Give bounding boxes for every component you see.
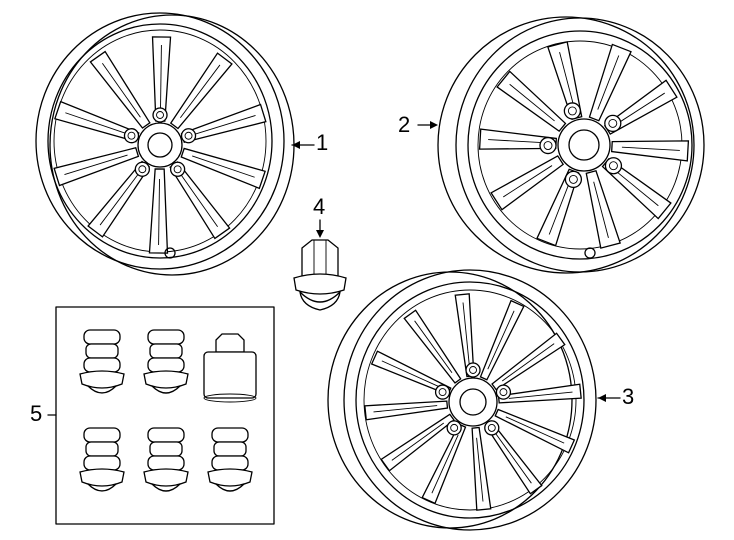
wheel-2-spoke xyxy=(490,155,565,211)
lug-hole-inner xyxy=(608,118,618,128)
wheel-1-spoke-groove xyxy=(192,115,256,136)
wheel-3-spoke-groove xyxy=(501,343,555,382)
wheel-1-spoke xyxy=(169,52,233,130)
wheel-3-spoke xyxy=(497,383,582,404)
lug-hole xyxy=(563,102,582,120)
wheel-2-spoke-groove xyxy=(503,165,553,198)
lug-hole-inner xyxy=(184,131,193,140)
wheel-1-spoke xyxy=(53,147,140,187)
arrow-4 xyxy=(316,230,324,238)
wheel-2-spoke-groove xyxy=(559,52,575,109)
wheel-1-spoke-groove xyxy=(65,112,128,135)
leader-2 xyxy=(417,121,438,129)
wheel-3-spoke-groove xyxy=(487,310,515,370)
lug-hole-inner xyxy=(469,366,477,374)
lug-hole xyxy=(539,136,557,155)
lug-hole-inner xyxy=(138,165,147,174)
wheel-3-spoke xyxy=(494,408,576,454)
wheel-1-spoke-groove xyxy=(180,64,221,119)
lug-hole-inner xyxy=(499,388,508,397)
wheel-3-spoke-groove xyxy=(505,416,565,444)
callout-2: 2 xyxy=(398,112,411,137)
wheel-3-spoke-groove xyxy=(493,430,532,484)
wheel-1-spoke-groove xyxy=(102,63,141,118)
wheel-2-spoke-groove xyxy=(613,168,659,207)
lug-hole xyxy=(465,362,481,378)
wheel-1-spoke xyxy=(180,147,266,190)
wheel-3-spoke-groove xyxy=(391,422,445,461)
lug-hole xyxy=(169,161,186,177)
lug-hole-inner xyxy=(156,111,164,119)
wheel-2-spoke-groove xyxy=(621,146,680,151)
lug-nut-4[interactable] xyxy=(293,239,347,311)
callout-4: 4 xyxy=(313,194,326,219)
lug-hole xyxy=(495,384,512,400)
lug-hole-inner xyxy=(173,165,182,174)
lug-hole xyxy=(134,161,150,177)
callout-5: 5 xyxy=(30,401,43,426)
lock-kit-items xyxy=(79,329,257,492)
lug-hole-inner xyxy=(487,423,496,432)
lug-hole xyxy=(123,128,140,144)
wheel-1-spoke-groove xyxy=(158,178,160,245)
wheel-1-spoke-groove xyxy=(160,45,162,112)
wheel-2-spoke-groove xyxy=(509,83,555,122)
lug-hole xyxy=(152,107,168,123)
wheel-2-spoke xyxy=(610,140,690,162)
lug-hole-inner xyxy=(543,141,553,150)
lug-hole-inner xyxy=(608,161,618,171)
wheel-3-spoke-groove xyxy=(373,405,438,413)
wheel-2-spoke-groove xyxy=(548,180,571,235)
wheel-3-spoke-groove xyxy=(381,360,441,388)
wheel-3-spoke-groove xyxy=(431,434,459,494)
wheel-lock-bolt xyxy=(79,329,125,394)
wheel-2[interactable] xyxy=(437,16,705,274)
leader-1 xyxy=(291,141,315,149)
wheel-3-spoke-groove xyxy=(476,437,484,502)
lug-hole-inner xyxy=(127,131,136,140)
wheel-3[interactable] xyxy=(327,269,597,531)
wheel-2-spoke xyxy=(588,43,632,122)
lug-hole-inner xyxy=(567,106,577,116)
wheel-lock-bolt xyxy=(207,427,253,492)
lug-hole xyxy=(446,420,462,436)
lug-hole xyxy=(484,420,500,436)
wheel-lock-key xyxy=(203,333,257,403)
wheel-1-spoke-groove xyxy=(192,155,255,178)
wheel-2-spoke-groove xyxy=(488,139,547,144)
wheel-3-spoke xyxy=(364,400,449,421)
wheel-3-spoke-groove xyxy=(508,391,573,399)
wheel-3-spoke-groove xyxy=(414,320,453,374)
lug-hole xyxy=(604,157,623,175)
wheel-3-spoke-groove xyxy=(462,302,470,367)
wheel-2-spoke-groove xyxy=(597,55,620,110)
wheel-3-spoke xyxy=(471,426,492,511)
wheel-2-spoke-groove xyxy=(593,181,609,238)
wheel-3-spoke xyxy=(421,423,467,505)
callout-3: 3 xyxy=(622,384,635,409)
callout-1: 1 xyxy=(316,130,329,155)
wheel-2-spoke xyxy=(585,170,621,249)
wheel-lock-bolt xyxy=(143,427,189,492)
wheel-1-spoke-groove xyxy=(64,154,128,175)
lug-hole xyxy=(604,114,622,133)
lug-hole xyxy=(180,128,197,144)
wheel-1-spoke-groove xyxy=(99,171,140,226)
wheel-2-spoke xyxy=(496,70,567,133)
wheel-lock-bolt xyxy=(143,329,189,394)
wheel-2-spoke-groove xyxy=(615,92,665,125)
wheel-3-spoke xyxy=(479,299,525,381)
lug-hole-inner xyxy=(450,423,459,432)
lug-hole-inner xyxy=(438,388,447,397)
wheel-1-spoke-groove xyxy=(179,172,218,227)
wheel-lock-bolt xyxy=(79,427,125,492)
lug-hole xyxy=(434,384,451,400)
leader-3 xyxy=(597,394,621,402)
wheel-1-spoke xyxy=(148,168,169,254)
wheel-1[interactable] xyxy=(35,12,295,276)
lug-hole-inner xyxy=(568,174,578,184)
lug-hole xyxy=(564,170,583,189)
